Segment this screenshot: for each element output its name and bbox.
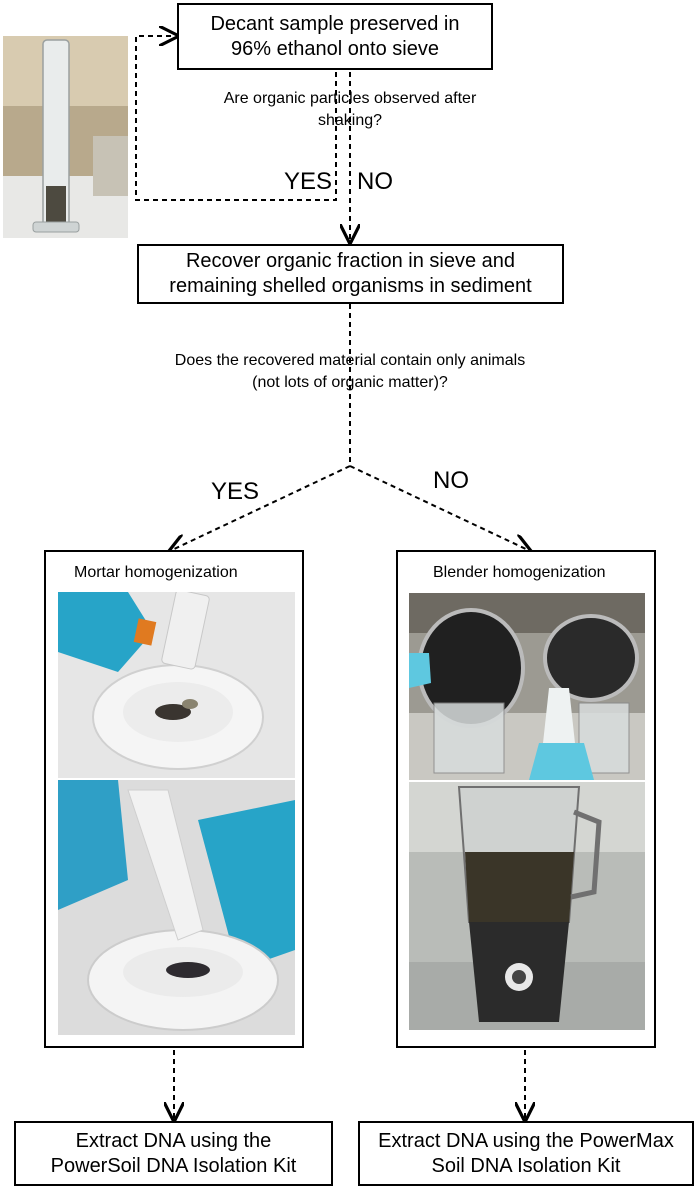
q1-yes-label: YES — [284, 168, 333, 195]
split-left-connector — [172, 465, 351, 550]
powersoil-result-box: Extract DNA using the PowerSoil DNA Isol… — [14, 1121, 333, 1186]
q2-no-label: NO — [433, 467, 469, 494]
blender-panel-title: Blender homogenization — [433, 564, 606, 581]
yes-loop-connector — [135, 36, 337, 201]
blender-photo-bottom — [409, 782, 645, 1030]
mortar-panel-title: Mortar homogenization — [74, 564, 238, 581]
question-recovered-material: Does the recovered material contain only… — [174, 352, 526, 391]
decant-sample-box: Decant sample preserved in 96% ethanol o… — [177, 3, 493, 70]
mortar-photo-top — [58, 592, 295, 778]
graduated-cylinder-photo — [3, 36, 128, 238]
question-organic-particles: Are organic particles observed after sha… — [223, 90, 477, 129]
recover-fraction-box: Recover organic fraction in sieve and re… — [137, 244, 564, 304]
split-right-connector — [349, 465, 528, 550]
mortar-photo-bottom — [58, 780, 295, 1035]
q2-yes-label: YES — [211, 478, 260, 505]
q1-no-label: NO — [357, 168, 393, 195]
blender-photo-top — [409, 593, 645, 780]
powermax-result-box: Extract DNA using the PowerMax Soil DNA … — [358, 1121, 694, 1186]
